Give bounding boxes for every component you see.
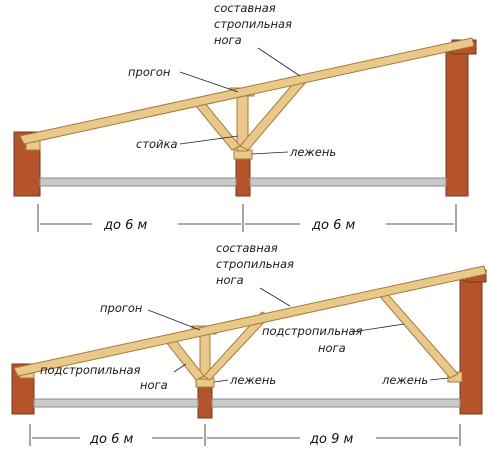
top-sill-leader xyxy=(251,151,289,155)
bottom-rafter-leader xyxy=(259,287,291,307)
bottom-sill-center-label: лежень xyxy=(229,373,276,387)
bottom-center-column xyxy=(197,385,213,419)
bottom-strut-left-label-line2: нога xyxy=(140,378,168,392)
bottom-rafter-label-line3: нога xyxy=(216,273,244,287)
top-right-wall xyxy=(445,51,469,197)
bottom-dim-right-label: до 9 м xyxy=(309,432,353,447)
bottom-sill-right-leader xyxy=(429,377,449,381)
top-rafter-label-line3: нога xyxy=(214,33,242,47)
bottom-purlin-leader xyxy=(147,309,201,331)
top-post-leader xyxy=(179,135,239,145)
top-floor-beam-left xyxy=(39,177,237,187)
bottom-rafter xyxy=(13,265,487,377)
top-labels: составная стропильная нога прогон стойка… xyxy=(128,1,336,159)
top-rafter-label-line1: составная xyxy=(214,1,276,15)
bottom-sill-right-label: лежень xyxy=(381,373,428,387)
top-strut-left xyxy=(195,101,241,151)
bottom-right-wall xyxy=(459,279,483,415)
bottom-dimensions: до 6 м до 9 м xyxy=(29,424,461,447)
top-dimensions: до 6 м до 6 м xyxy=(37,204,457,233)
bottom-rafter-label-line2: стропильная xyxy=(216,257,294,271)
bottom-rafter-label-line1: составная xyxy=(216,241,278,255)
bottom-strut-left-leader xyxy=(173,363,187,373)
top-purlin-leader xyxy=(179,71,239,93)
bottom-labels: составная стропильная нога прогон подстр… xyxy=(40,241,449,392)
top-purlin-label: прогон xyxy=(128,65,171,79)
bottom-floor-beam-right xyxy=(211,398,461,408)
top-post-label: стойка xyxy=(136,137,178,151)
bottom-strut-left-label-line1: подстропильная xyxy=(40,363,141,377)
bottom-sill-center-leader xyxy=(213,379,229,383)
top-sill-label: лежень xyxy=(289,145,336,159)
bottom-strut-right-label-line2: нога xyxy=(318,341,346,355)
bottom-structure xyxy=(11,265,487,419)
bottom-strut-right-label-line1: подстропильная xyxy=(262,324,363,338)
bottom-strut-far-right xyxy=(375,289,459,379)
top-structure xyxy=(13,37,477,197)
top-center-column xyxy=(235,157,251,197)
top-rafter-leader xyxy=(257,47,301,77)
bottom-dim-left-label: до 6 м xyxy=(89,432,133,447)
top-dim-left-label: до 6 м xyxy=(103,218,147,233)
top-dim-right-label: до 6 м xyxy=(311,218,355,233)
bottom-purlin-label: прогон xyxy=(100,301,143,315)
bottom-strut-left xyxy=(165,337,205,381)
top-floor-beam-right xyxy=(249,177,447,187)
bottom-strut-right-leader xyxy=(351,323,405,333)
top-rafter-label-line2: стропильная xyxy=(214,17,292,31)
top-rafter xyxy=(19,37,475,145)
bottom-floor-beam-left xyxy=(33,398,199,408)
